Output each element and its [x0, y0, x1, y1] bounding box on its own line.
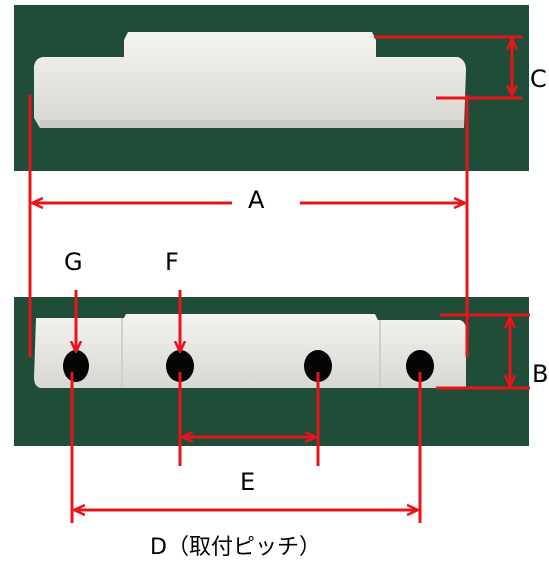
hole-g — [63, 350, 89, 382]
dimension-lines — [28, 35, 530, 523]
hole-e-end — [304, 350, 332, 382]
label-f: F — [165, 248, 179, 276]
label-c: C — [530, 65, 547, 93]
top-view-part — [34, 314, 466, 388]
label-e: E — [240, 468, 256, 496]
top-view-photo — [14, 297, 529, 446]
side-view-part — [34, 32, 466, 128]
side-view-part-shadow — [40, 120, 464, 128]
hole-f — [166, 350, 194, 382]
hole-d-end — [406, 350, 434, 382]
label-b: B — [532, 360, 549, 388]
side-view-photo — [14, 5, 529, 171]
label-g: G — [64, 248, 83, 276]
label-d: D（取付ピッチ） — [150, 535, 321, 560]
label-a: A — [248, 186, 265, 214]
